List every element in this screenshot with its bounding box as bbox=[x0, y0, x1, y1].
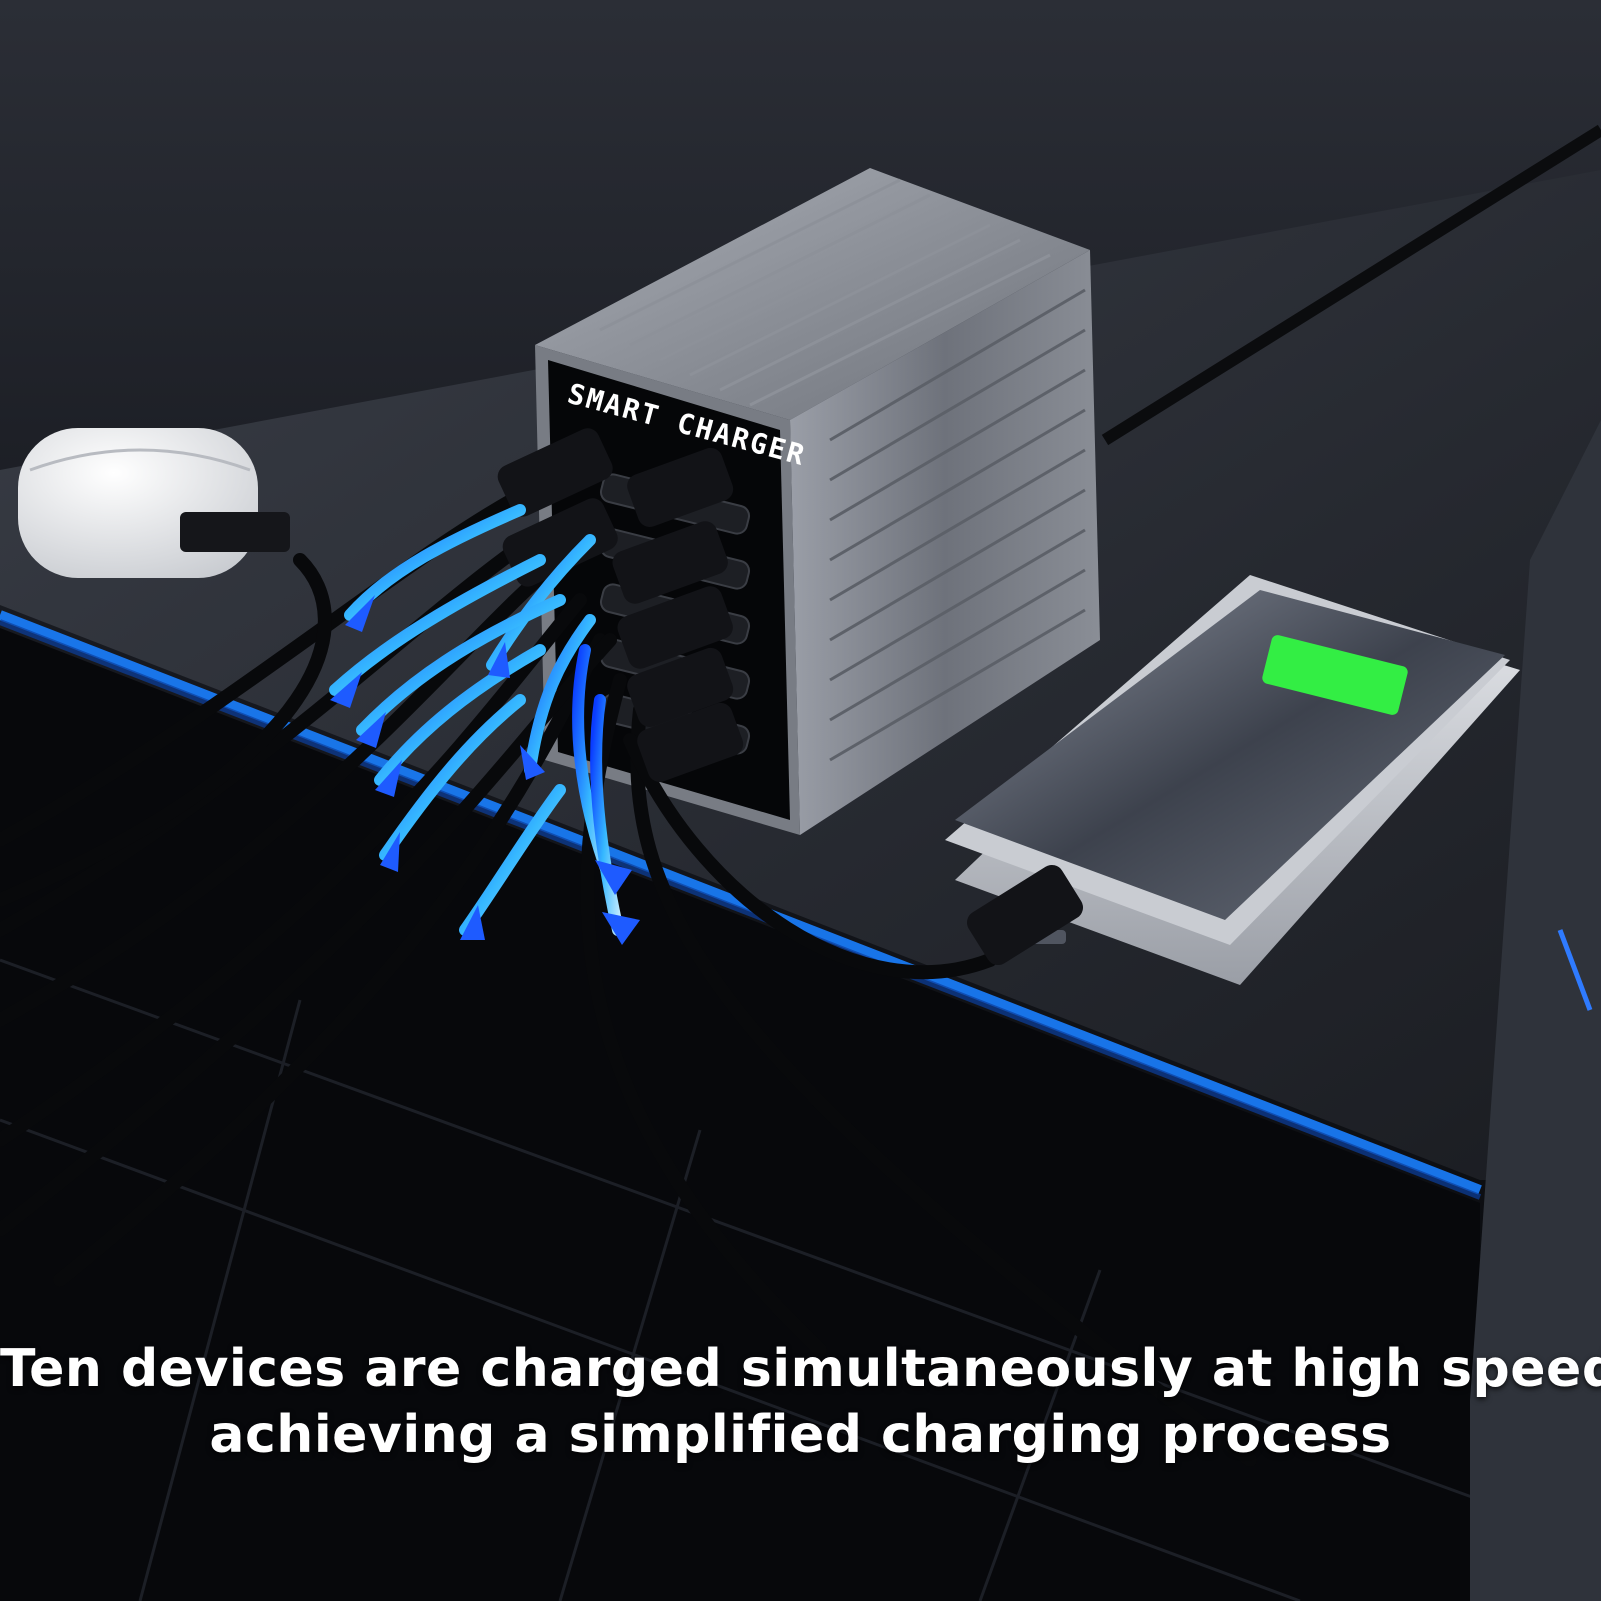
caption-line-1: Ten devices are charged simultaneously a… bbox=[0, 1339, 1601, 1399]
current-flow-arrows bbox=[329, 504, 624, 936]
caption: Ten devices are charged simultaneously a… bbox=[0, 1336, 1601, 1468]
earbuds-case bbox=[18, 428, 290, 578]
caption-line-2: achieving a simplified charging process bbox=[209, 1405, 1392, 1465]
charger-side bbox=[790, 250, 1100, 835]
charger-top bbox=[535, 168, 1090, 420]
arrow-heads bbox=[330, 595, 640, 945]
phone-charging-indicator bbox=[1262, 635, 1408, 715]
laptop bbox=[1470, 420, 1601, 1601]
phone bbox=[945, 575, 1520, 985]
desk-edge-glow bbox=[0, 610, 1482, 1195]
